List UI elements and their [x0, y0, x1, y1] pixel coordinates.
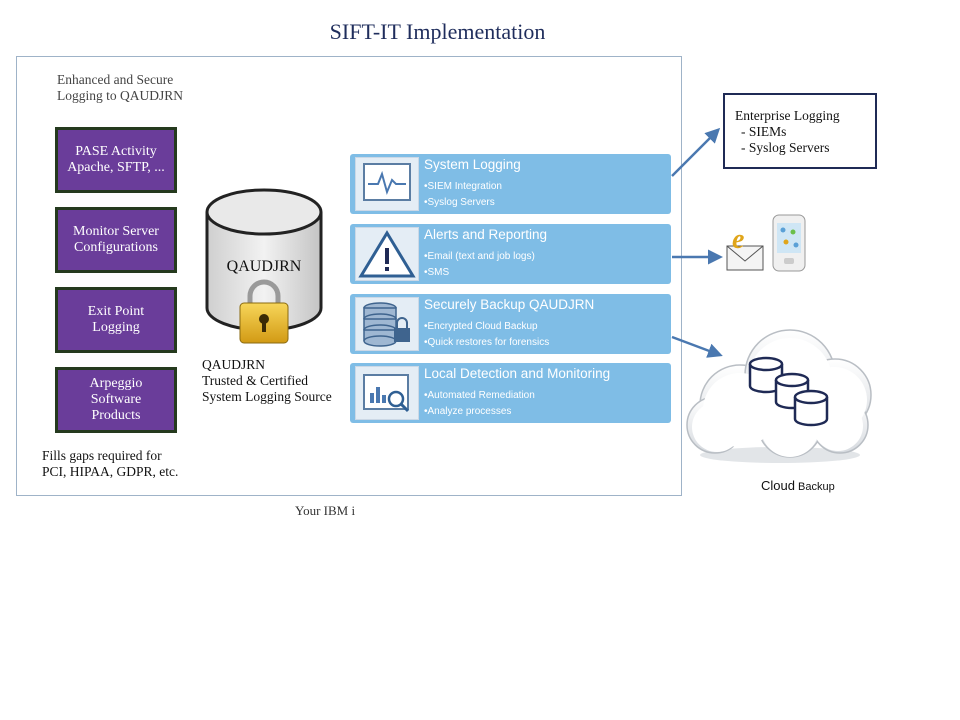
source-label-line1: Monitor Server [73, 224, 159, 239]
source-label-line2: Apache, SFTP, ... [67, 160, 165, 175]
function-bullet: •Syslog Servers [424, 197, 495, 208]
database-lock-icon [355, 297, 419, 351]
function-title: Securely Backup QAUDJRN [424, 297, 595, 312]
function-bullet: •Encrypted Cloud Backup [424, 321, 538, 332]
email-icon: e [726, 224, 764, 271]
function-system-logging: System Logging •SIEM Integration •Syslog… [350, 154, 671, 214]
source-label-line1: Exit Point [87, 304, 145, 319]
svg-text:e: e [732, 224, 744, 255]
enterprise-logging-title: Enterprise Logging [735, 108, 840, 123]
diagram-title: SIFT-IT Implementation [329, 19, 546, 44]
chart-magnifier-icon [355, 366, 419, 420]
cloud-label-main: Cloud [761, 478, 795, 493]
qaudjrn-caption: QAUDJRN Trusted & Certified System Loggi… [202, 357, 332, 405]
function-title: Alerts and Reporting [424, 227, 548, 242]
mobile-phone-icon [772, 214, 806, 272]
ibm-i-container [16, 56, 682, 496]
function-bullet: •SMS [424, 267, 450, 278]
fills-gaps-line2: PCI, HIPAA, GDPR, etc. [42, 464, 179, 479]
monitor-pulse-icon [355, 157, 419, 211]
ibm-i-header-line1: Enhanced and Secure [57, 72, 174, 87]
cloud-backup-icon [686, 329, 872, 463]
function-bullet: •Analyze processes [424, 406, 512, 417]
qaudjrn-caption-line1: QAUDJRN [202, 357, 266, 372]
qaudjrn-label: QAUDJRN [226, 258, 302, 275]
function-title: System Logging [424, 157, 521, 172]
enterprise-logging-item: - Syslog Servers [741, 140, 830, 155]
ibm-i-header-line2: Logging to QAUDJRN [57, 88, 184, 103]
source-label-line3: Products [91, 408, 141, 423]
warning-icon [355, 227, 419, 281]
cloud-backup-label: Cloud Backup [761, 478, 835, 493]
enterprise-logging-box: Enterprise Logging - SIEMs - Syslog Serv… [723, 93, 877, 169]
source-label-line1: Arpeggio [89, 376, 143, 391]
qaudjrn-cylinder-icon [205, 188, 323, 332]
source-label-line1: PASE Activity [75, 144, 157, 159]
ibm-i-header: Enhanced and Secure Logging to QAUDJRN [57, 72, 183, 104]
qaudjrn-caption-line3: System Logging Source [202, 389, 332, 404]
source-label-line2: Software [90, 392, 142, 407]
function-bullet: •SIEM Integration [424, 181, 502, 192]
function-bullet: •Quick restores for forensics [424, 337, 550, 348]
enterprise-logging-item: - SIEMs [741, 124, 787, 139]
function-bullet: •Automated Remediation [424, 390, 535, 401]
your-ibm-i-label: Your IBM i [295, 503, 356, 518]
function-local-detection: Local Detection and Monitoring •Automate… [350, 363, 671, 423]
function-bullet: •Email (text and job logs) [424, 251, 535, 262]
function-title: Local Detection and Monitoring [424, 366, 611, 381]
qaudjrn-caption-line2: Trusted & Certified [202, 373, 308, 388]
arrow-to-enterprise-logging [671, 127, 721, 177]
source-label-line2: Logging [92, 320, 140, 335]
fills-gaps-note: Fills gaps required for PCI, HIPAA, GDPR… [42, 448, 178, 480]
arrow-to-cloud [671, 335, 723, 358]
fills-gaps-line1: Fills gaps required for [42, 448, 162, 463]
cloud-label-small: Backup [794, 481, 835, 493]
function-secure-backup: Securely Backup QAUDJRN •Encrypted Cloud… [350, 294, 671, 354]
function-alerts-reporting: Alerts and Reporting •Email (text and jo… [350, 224, 671, 284]
padlock-icon [239, 279, 289, 344]
source-label-line2: Configurations [74, 240, 158, 255]
